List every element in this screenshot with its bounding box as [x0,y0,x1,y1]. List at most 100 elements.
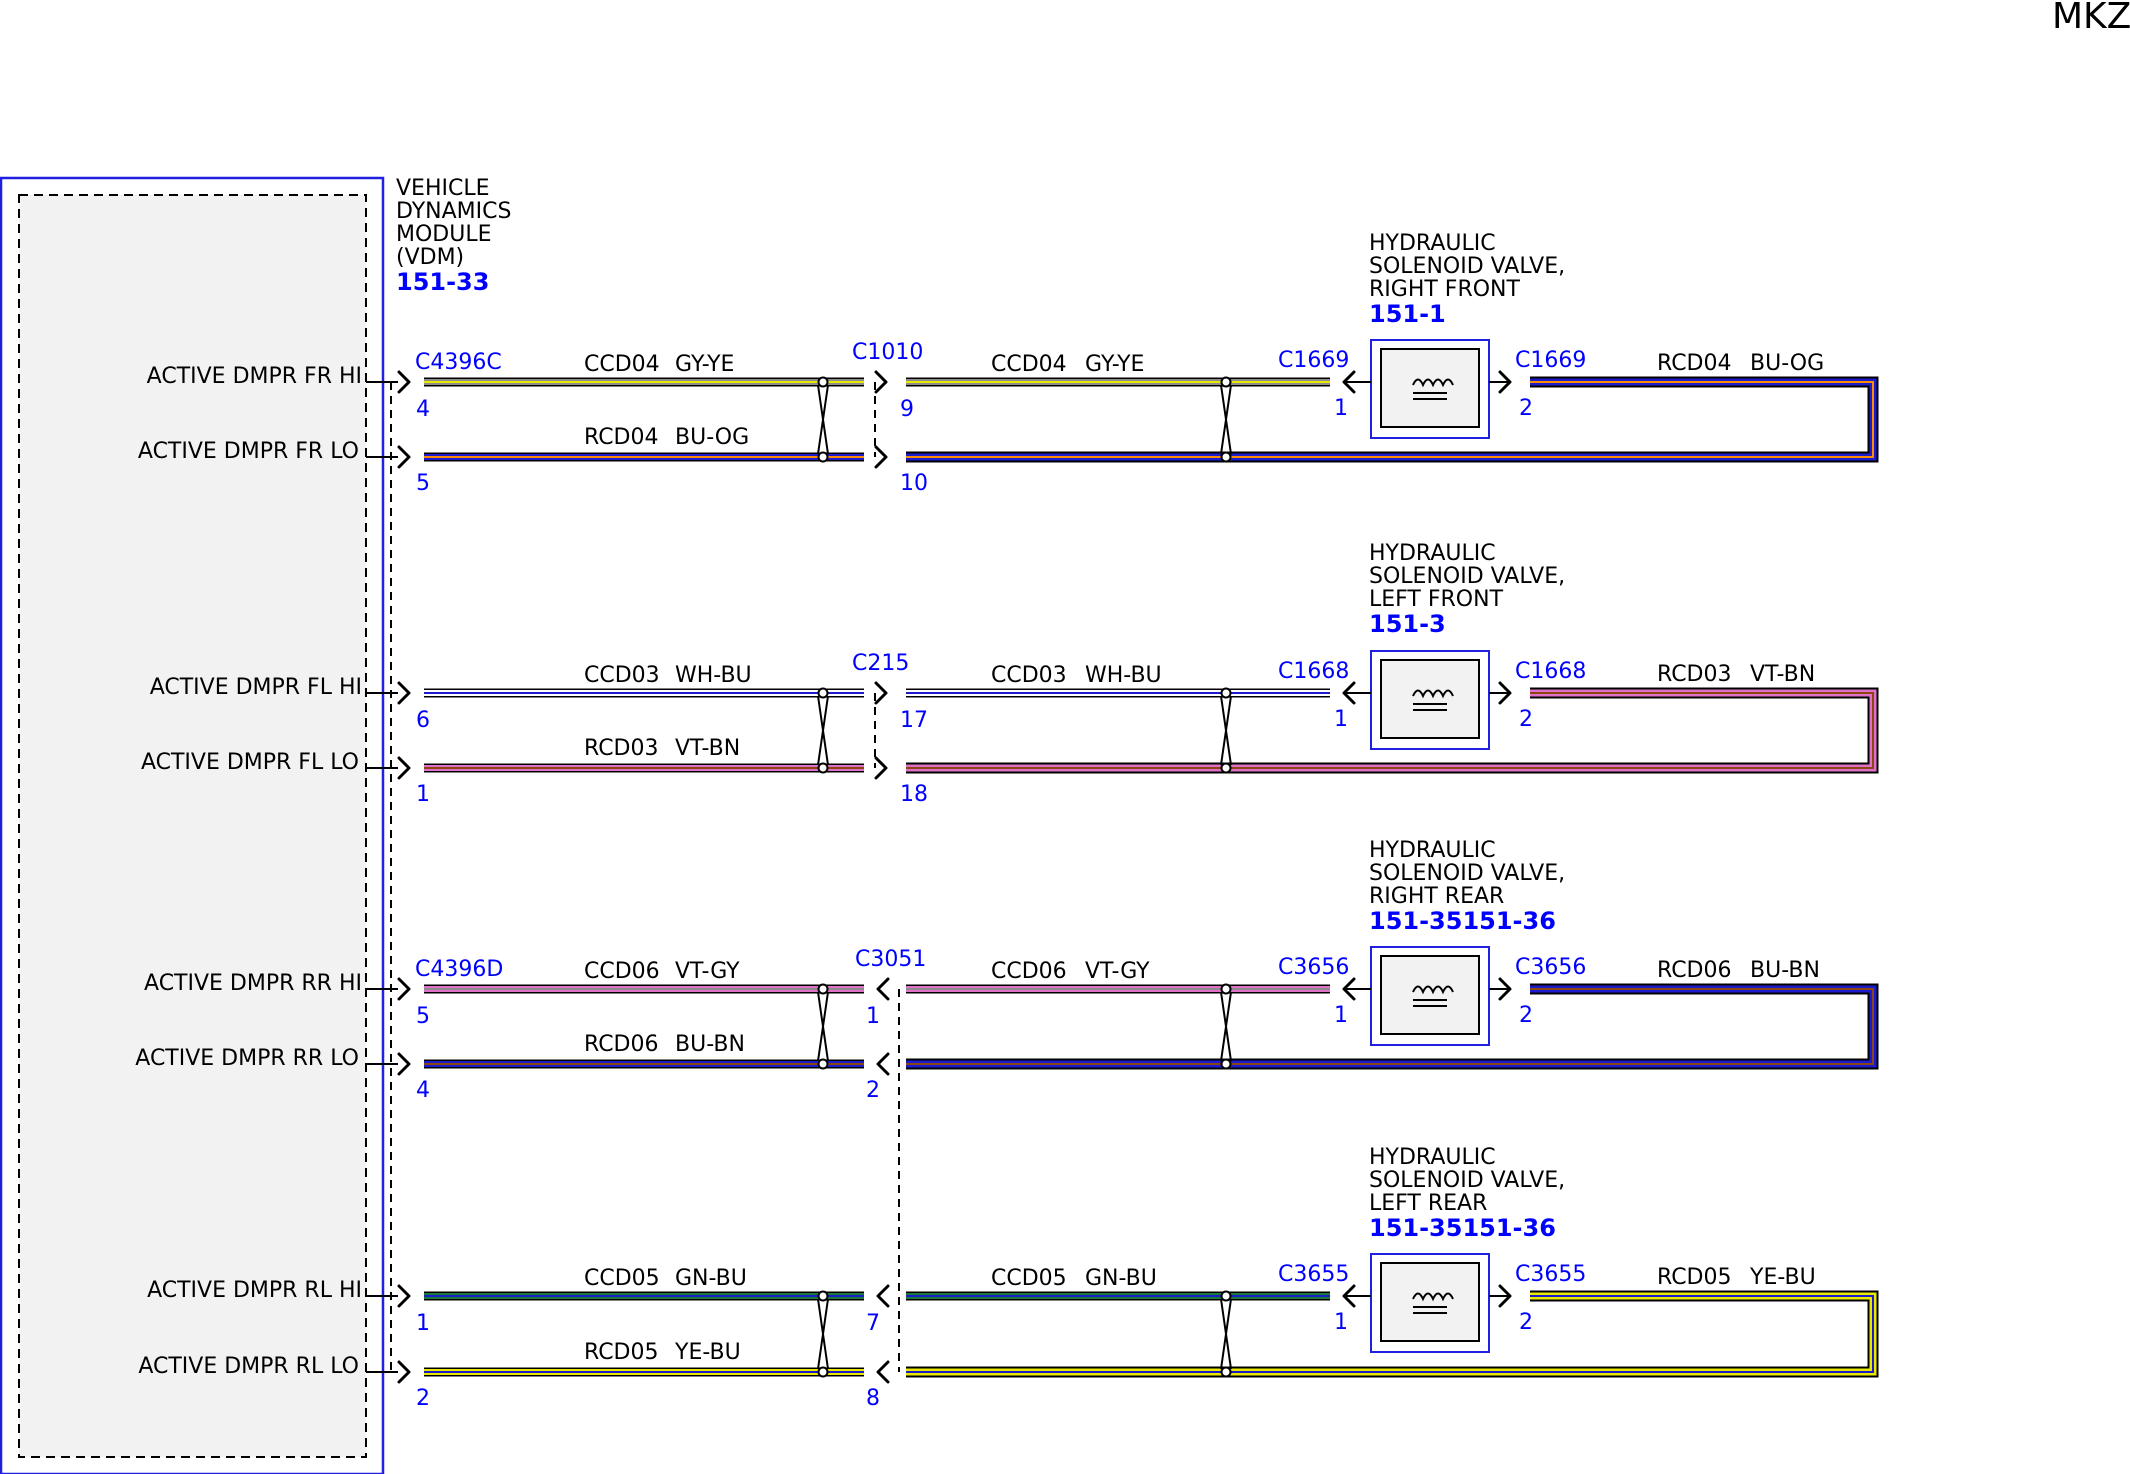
twisted-pair-rr-2-cross [1220,991,1232,1062]
device-connector-in-fr[interactable]: C1669 [1278,348,1349,373]
device-pin-in-number-rr: 1 [1334,1003,1348,1028]
inline-connector-rr[interactable]: C3051 [855,947,926,972]
inline-pin-number-fl-lo: 18 [900,782,928,807]
wire-color-fr-lo: BU-OG [675,425,749,450]
twisted-pair-rl-1-cross [817,1298,829,1370]
circuit-id-fr-lo: RCD04 [584,425,659,450]
vdm-pin-number-fr-hi: 4 [416,397,430,422]
vdm-pin-rr-hi-icon [397,977,411,1001]
inline-pin-number-fr-lo: 10 [900,471,928,496]
twisted-pair-fr-1 [817,376,829,463]
pin-label-fl-lo: ACTIVE DMPR FL LO [141,750,359,775]
device-name-rr-line-3: RIGHT REAR [1369,884,1504,909]
circuit-id-rr-lo: RCD06 [584,1032,659,1057]
pin-label-fr-lo: ACTIVE DMPR FR LO [138,439,359,464]
twisted-pair-fr-1-end-bottom [817,451,829,463]
twisted-pair-fr-2-end-bottom [1220,451,1232,463]
wire-color-rl-lo: YE-BU [674,1340,741,1365]
wire-rr-lo-loop [906,983,1879,1070]
coil-icon [1412,378,1454,388]
twisted-pair-fl-1-end-bottom [817,762,829,774]
device-connector-in-rl[interactable]: C3655 [1278,1262,1349,1287]
vdm-name-line-4: (VDM) [396,245,464,270]
coil-icon [1412,1292,1454,1302]
twisted-pair-rr-2-end-bottom [1220,1058,1232,1070]
device-pin-out-rr-icon [1498,977,1512,1001]
twisted-pair-rl-1-end-bottom [817,1366,829,1378]
device-connector-in-rr[interactable]: C3656 [1278,955,1349,980]
vdm-connector-fr[interactable]: C4396C [415,350,502,375]
inline-pin-rr-hi-icon [876,977,890,1001]
device-name-fr-line-2: SOLENOID VALVE, [1369,254,1565,279]
twisted-pair-fl-2 [1220,687,1232,774]
twisted-pair-rr-2 [1220,983,1232,1070]
circuit-id-fl-lo: RCD03 [584,736,659,761]
wire-color-rr-hi-2: VT-GY [1085,959,1150,984]
solenoid-valve-rl[interactable] [1370,1253,1490,1353]
device-connector-in-fl[interactable]: C1668 [1278,659,1349,684]
inline-pin-fr-lo-icon [874,445,888,469]
twisted-pair-rr-2-end-top [1220,983,1232,995]
device-ref-fl[interactable]: 151-3 [1369,610,1446,638]
device-ref-rr[interactable]: 151-35151-36 [1369,907,1556,935]
wire-fl-lo-loop-stripe [906,692,1874,769]
vdm-pin-number-rl-lo: 2 [416,1386,430,1411]
vdm-connector-rr[interactable]: C4396D [415,957,503,982]
device-name-fl-line-3: LEFT FRONT [1369,587,1504,612]
device-connector-out-rr[interactable]: C3656 [1515,955,1586,980]
wire-rl-lo-loop [906,1290,1879,1378]
inline-connector-fl[interactable]: C215 [852,651,909,676]
circuit-id-rl-hi-2: CCD05 [991,1266,1067,1291]
connector-symbols [366,339,1512,1384]
wire-rr-lo-loop-stripe [906,988,1874,1065]
device-name-rl-line-3: LEFT REAR [1369,1191,1487,1216]
device-name-fl-line-2: SOLENOID VALVE, [1369,564,1565,589]
vdm-pin-number-rl-hi: 1 [416,1311,430,1336]
device-connector-out-rl[interactable]: C3655 [1515,1262,1586,1287]
inline-connector-fr[interactable]: C1010 [852,340,923,365]
solenoid-valve-fr[interactable] [1370,339,1490,439]
circuit-id-rr-lo-3: RCD06 [1657,958,1732,983]
device-connector-out-fl[interactable]: C1668 [1515,659,1586,684]
device-name-rr-line-1: HYDRAULIC [1369,838,1496,863]
twisted-pair-fl-2-end-bottom [1220,762,1232,774]
device-pin-in-number-fl: 1 [1334,707,1348,732]
device-name-fr-line-1: HYDRAULIC [1369,231,1496,256]
inline-pin-fr-hi-icon [874,370,888,394]
device-pin-in-fl-icon [1342,681,1356,705]
device-name-rr-line-2: SOLENOID VALVE, [1369,861,1565,886]
vdm-name-line-1: VEHICLE [396,176,490,201]
wire-color-rl-lo-3: YE-BU [1749,1265,1816,1290]
device-ref-fr[interactable]: 151-1 [1369,300,1446,328]
wire-fl-lo-loop [906,687,1879,774]
device-connector-out-fr[interactable]: C1669 [1515,348,1586,373]
pin-label-rr-lo: ACTIVE DMPR RR LO [135,1046,359,1071]
device-pin-out-fl-icon [1498,681,1512,705]
inline-pin-rl-hi-icon [876,1284,890,1308]
wire-color-fr-hi: GY-YE [675,352,734,377]
circuit-id-fr-lo-3: RCD04 [1657,351,1732,376]
solenoid-valve-rl-body [1380,1262,1480,1342]
circuit-id-fl-lo-3: RCD03 [1657,662,1732,687]
vdm-ref[interactable]: 151-33 [396,268,489,296]
device-pin-out-fr-icon [1498,370,1512,394]
vdm-module: VEHICLE DYNAMICS MODULE (VDM) 151-33 [0,176,511,1474]
pin-label-rl-hi: ACTIVE DMPR RL HI [147,1278,362,1303]
device-pin-out-number-rr: 2 [1519,1003,1533,1028]
pin-label-rl-lo: ACTIVE DMPR RL LO [138,1354,359,1379]
solenoid-valve-fl[interactable] [1370,650,1490,750]
circuit-id-rl-lo-3: RCD05 [1657,1265,1732,1290]
wire-rl-lo-loop-stripe [906,1295,1874,1373]
vdm-pin-fr-hi-icon [397,370,411,394]
twisted-pair-rl-2 [1220,1290,1232,1378]
wire-fr-lo-loop-stripe [906,381,1874,458]
wire-color-rl-hi-2: GN-BU [1085,1266,1157,1291]
solenoid-valve-rr[interactable] [1370,946,1490,1046]
wires [424,376,1879,1378]
coil-icon [1412,689,1454,699]
device-ref-rl[interactable]: 151-35151-36 [1369,1214,1556,1242]
solenoid-valve-fl-body [1380,659,1480,739]
device-pin-out-number-fl: 2 [1519,707,1533,732]
wire-color-fl-lo: VT-BN [675,736,740,761]
twisted-pair-rl-1 [817,1290,829,1378]
